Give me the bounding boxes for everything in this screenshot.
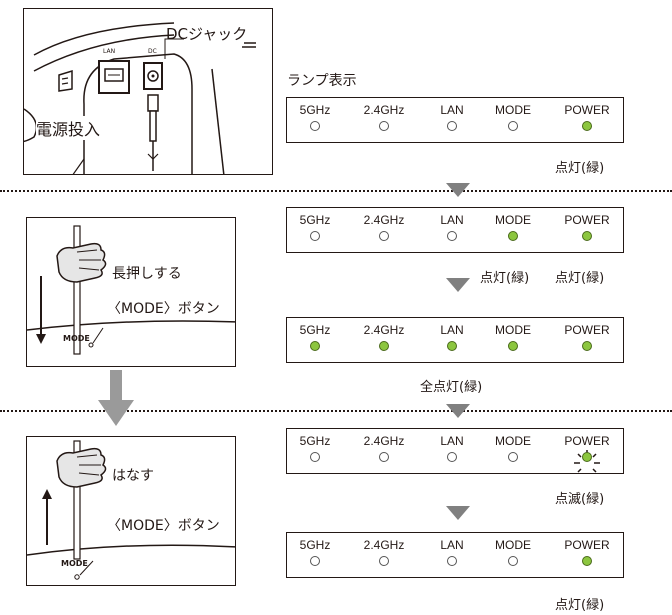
lamp-panel-5: 5GHz 2.4GHz LAN MODE POWER [286,532,624,578]
illustration-release: はなす 〈MODE〉ボタン MODE [26,436,236,586]
lamp-mode: MODE [477,323,549,351]
led-24ghz [379,556,389,566]
lamp-5ghz: 5GHz [279,538,351,566]
step3-note: 全点灯(緑) [420,380,483,395]
led-24ghz [379,231,389,241]
step5-note: 点灯(緑) [555,598,605,613]
led-mode [508,556,518,566]
router-drawing [24,22,256,174]
step4-note: 点滅(緑) [555,492,605,507]
pin-tool-icon [73,225,81,355]
mode-button-label: 〈MODE〉ボタン [107,301,220,317]
lamp-panel-3: 5GHz 2.4GHz LAN MODE POWER [286,317,624,363]
step-arrow-icon [446,278,470,292]
led-24ghz [379,341,389,351]
press-drawing [27,225,235,355]
lamp-lan: LAN [416,323,488,351]
lamp-5ghz: 5GHz [279,434,351,462]
led-lan [447,231,457,241]
led-mode [508,121,518,131]
lamp-power: POWER [551,538,623,566]
lamp-lan: LAN [416,103,488,131]
down-arrow-icon [36,276,46,344]
dc-port-label: DC [148,48,157,55]
led-24ghz [379,452,389,462]
lamp-5ghz: 5GHz [279,323,351,351]
pin-tool-icon [73,440,81,560]
led-5ghz [310,341,320,351]
led-power [582,121,592,131]
led-mode [508,231,518,241]
led-lan [447,341,457,351]
lamp-panel-1: 5GHz 2.4GHz LAN MODE POWER [286,97,624,143]
lamp-section-title: ランプ表示 [287,73,357,89]
lamp-mode: MODE [477,213,549,241]
step2-power-note: 点灯(緑) [555,271,605,286]
lamp-24ghz: 2.4GHz [348,213,420,241]
lamp-power: POWER [551,434,623,473]
lamp-24ghz: 2.4GHz [348,323,420,351]
lamp-power: POWER [551,323,623,351]
lamp-24ghz: 2.4GHz [348,103,420,131]
led-lan [447,121,457,131]
separator-1 [0,190,672,192]
step1-note: 点灯(緑) [555,161,605,176]
lamp-lan: LAN [416,213,488,241]
led-5ghz [310,556,320,566]
lamp-mode: MODE [477,434,549,462]
led-5ghz [310,452,320,462]
lamp-power: POWER [551,103,623,131]
release-drawing [27,440,235,580]
led-5ghz [310,121,320,131]
step2-mode-note: 点灯(緑) [480,271,530,286]
lamp-24ghz: 2.4GHz [348,538,420,566]
led-mode [508,341,518,351]
lamp-panel-4: 5GHz 2.4GHz LAN MODE POWER [286,428,624,474]
lamp-lan: LAN [416,538,488,566]
lamp-mode: MODE [477,538,549,566]
lan-port-label: LAN [103,48,116,55]
release-action-label: はなす [112,468,154,484]
led-lan [447,556,457,566]
dc-jack-label: DCジャック [166,25,248,43]
lamp-power: POWER [551,213,623,241]
hand-icon [56,242,107,283]
big-down-arrow-icon [98,370,134,426]
lamp-mode: MODE [477,103,549,131]
separator-2 [0,410,672,412]
up-arrow-icon [42,489,52,545]
lamp-lan: LAN [416,434,488,462]
illustration-power-on: DCジャック LAN DC 電源投入 [23,8,273,175]
hand-icon [56,447,107,488]
led-5ghz [310,231,320,241]
lamp-24ghz: 2.4GHz [348,434,420,462]
mode-label: MODE [61,559,88,568]
led-24ghz [379,121,389,131]
lan-port-icon [98,60,130,94]
led-power [582,556,592,566]
step-arrow-icon [446,404,470,418]
power-on-label: 電源投入 [36,116,101,140]
blink-rays-icon [574,450,600,473]
led-power [582,231,592,241]
mode-button-label: 〈MODE〉ボタン [107,518,220,534]
led-power [582,341,592,351]
step-arrow-icon [446,183,470,197]
illustration-press-hold: 長押しする 〈MODE〉ボタン MODE [26,217,236,367]
lamp-panel-2: 5GHz 2.4GHz LAN MODE POWER [286,207,624,253]
lamp-5ghz: 5GHz [279,213,351,241]
dc-plug-icon [147,94,159,112]
press-action-label: 長押しする [112,266,182,282]
led-lan [447,452,457,462]
mode-label: MODE [63,334,90,343]
led-power-blinking [582,452,592,462]
lamp-5ghz: 5GHz [279,103,351,131]
led-mode [508,452,518,462]
step-arrow-icon [446,506,470,520]
